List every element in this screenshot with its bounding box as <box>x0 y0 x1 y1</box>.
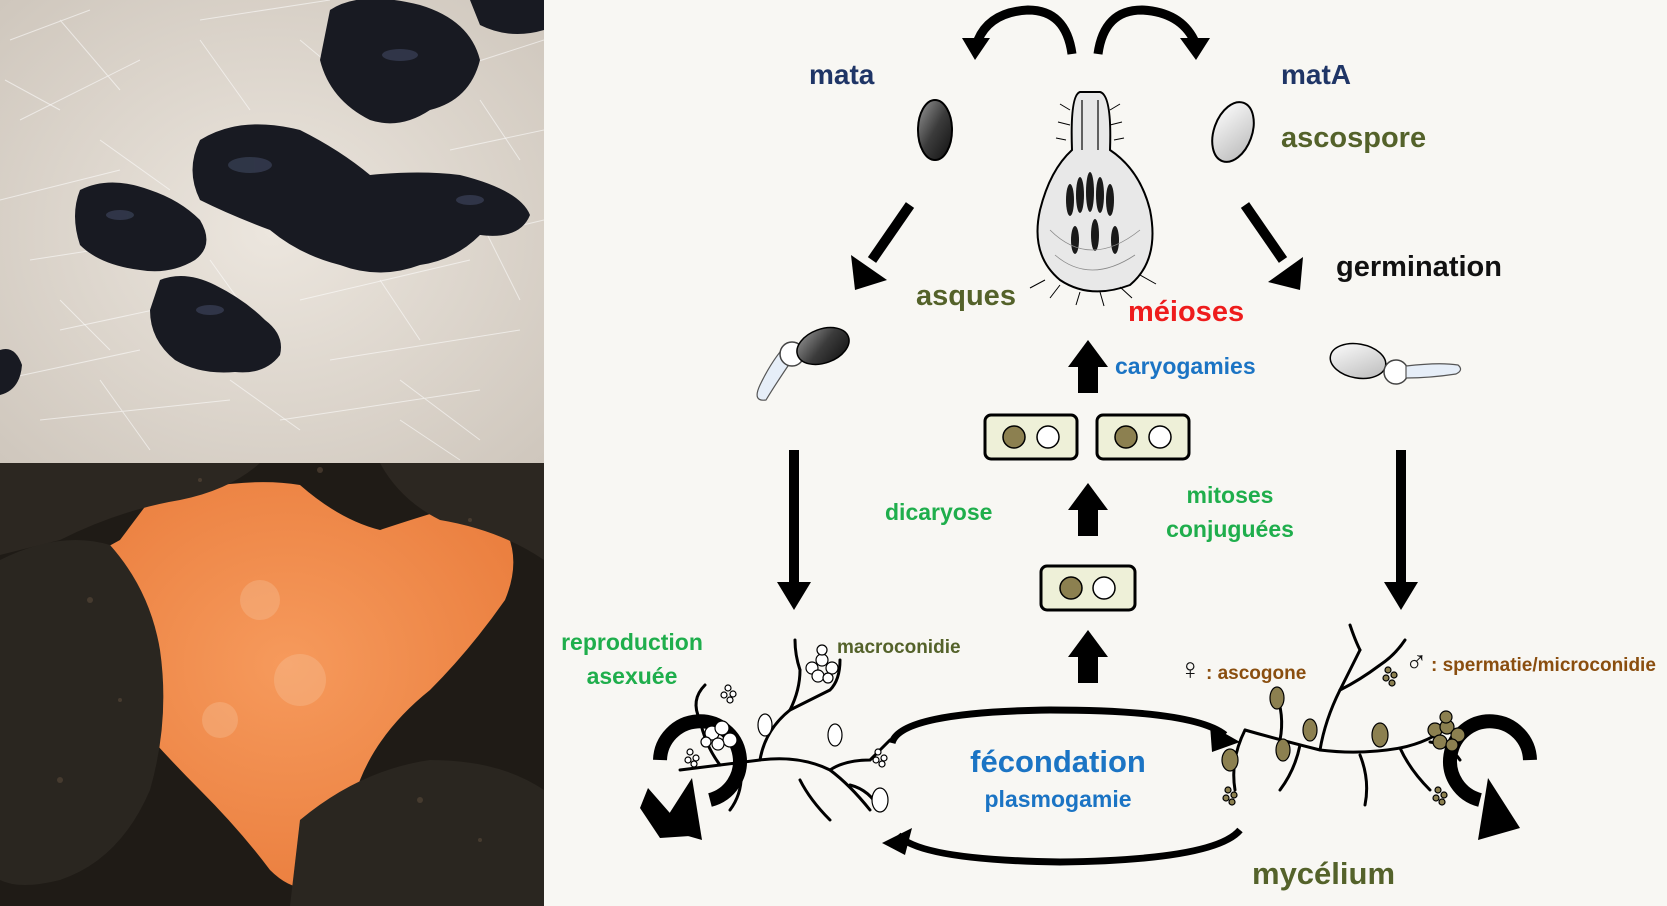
meioses-label: méioses <box>1128 296 1245 328</box>
arrow-left-diagonal <box>867 202 915 263</box>
up-arrow-top <box>1068 340 1108 393</box>
fecondation-arrow-bottom <box>895 827 1243 866</box>
matA-label: matA <box>1281 59 1352 90</box>
male-symbol: ♂ <box>1405 646 1428 679</box>
asexuee-line: asexuée <box>586 663 678 689</box>
dikaryon-cell-left <box>983 413 1079 461</box>
spermatie-label: : spermatie/microconidie <box>1431 655 1656 676</box>
ascospore-label: ascospore <box>1281 122 1427 154</box>
plasmogamie-label: plasmogamie <box>984 786 1132 812</box>
mata-ascospore-dark <box>917 99 953 161</box>
dikaryon-cell-bottom <box>1039 564 1137 612</box>
life-cycle-diagram <box>640 5 1537 866</box>
caryogamies-label: caryogamies <box>1115 353 1256 379</box>
top-left-curved-arrow <box>973 5 1077 55</box>
sexual-mycelium-cycle-arrow <box>1443 714 1537 807</box>
conjuguees-line: conjuguées <box>1166 516 1294 542</box>
mitoses-conjuguees-label: mitoses conjuguées <box>1158 478 1302 546</box>
fecondation-label: fécondation <box>970 744 1146 779</box>
asques-label: asques <box>916 280 1016 312</box>
ascogonia-and-spermatia <box>1221 666 1466 806</box>
macroconidie-label: macroconidie <box>837 637 961 658</box>
reproduction-asexuee-label: reproduction asexuée <box>550 625 714 693</box>
matA-ascospore-light <box>1211 101 1255 163</box>
conidia-clusters-left <box>684 644 889 813</box>
germinating-spore-left <box>756 326 850 401</box>
reproduction-line: reproduction <box>561 629 703 655</box>
fecondation-arrow-top <box>888 706 1228 745</box>
photo-panel <box>0 0 544 906</box>
dikaryon-cell-right <box>1095 413 1191 461</box>
up-arrow-bottom <box>1068 630 1108 683</box>
mycelium-label: mycélium <box>1252 856 1396 891</box>
top-right-curved-arrow <box>1093 5 1199 55</box>
ascogone-label: : ascogone <box>1206 663 1307 684</box>
perithecium-drawing <box>1029 91 1157 307</box>
conidia-culture-photo <box>0 463 544 906</box>
mitoses-line: mitoses <box>1186 482 1274 508</box>
germination-label: germination <box>1336 251 1502 283</box>
perithecia-photo <box>0 0 544 463</box>
female-symbol: ♀ <box>1179 653 1202 686</box>
up-arrow-middle <box>1068 483 1108 536</box>
germinating-spore-right <box>1329 342 1462 385</box>
dicaryose-label: dicaryose <box>885 499 993 525</box>
arrow-right-diagonal <box>1240 202 1288 263</box>
mata-label: mata <box>809 59 875 90</box>
